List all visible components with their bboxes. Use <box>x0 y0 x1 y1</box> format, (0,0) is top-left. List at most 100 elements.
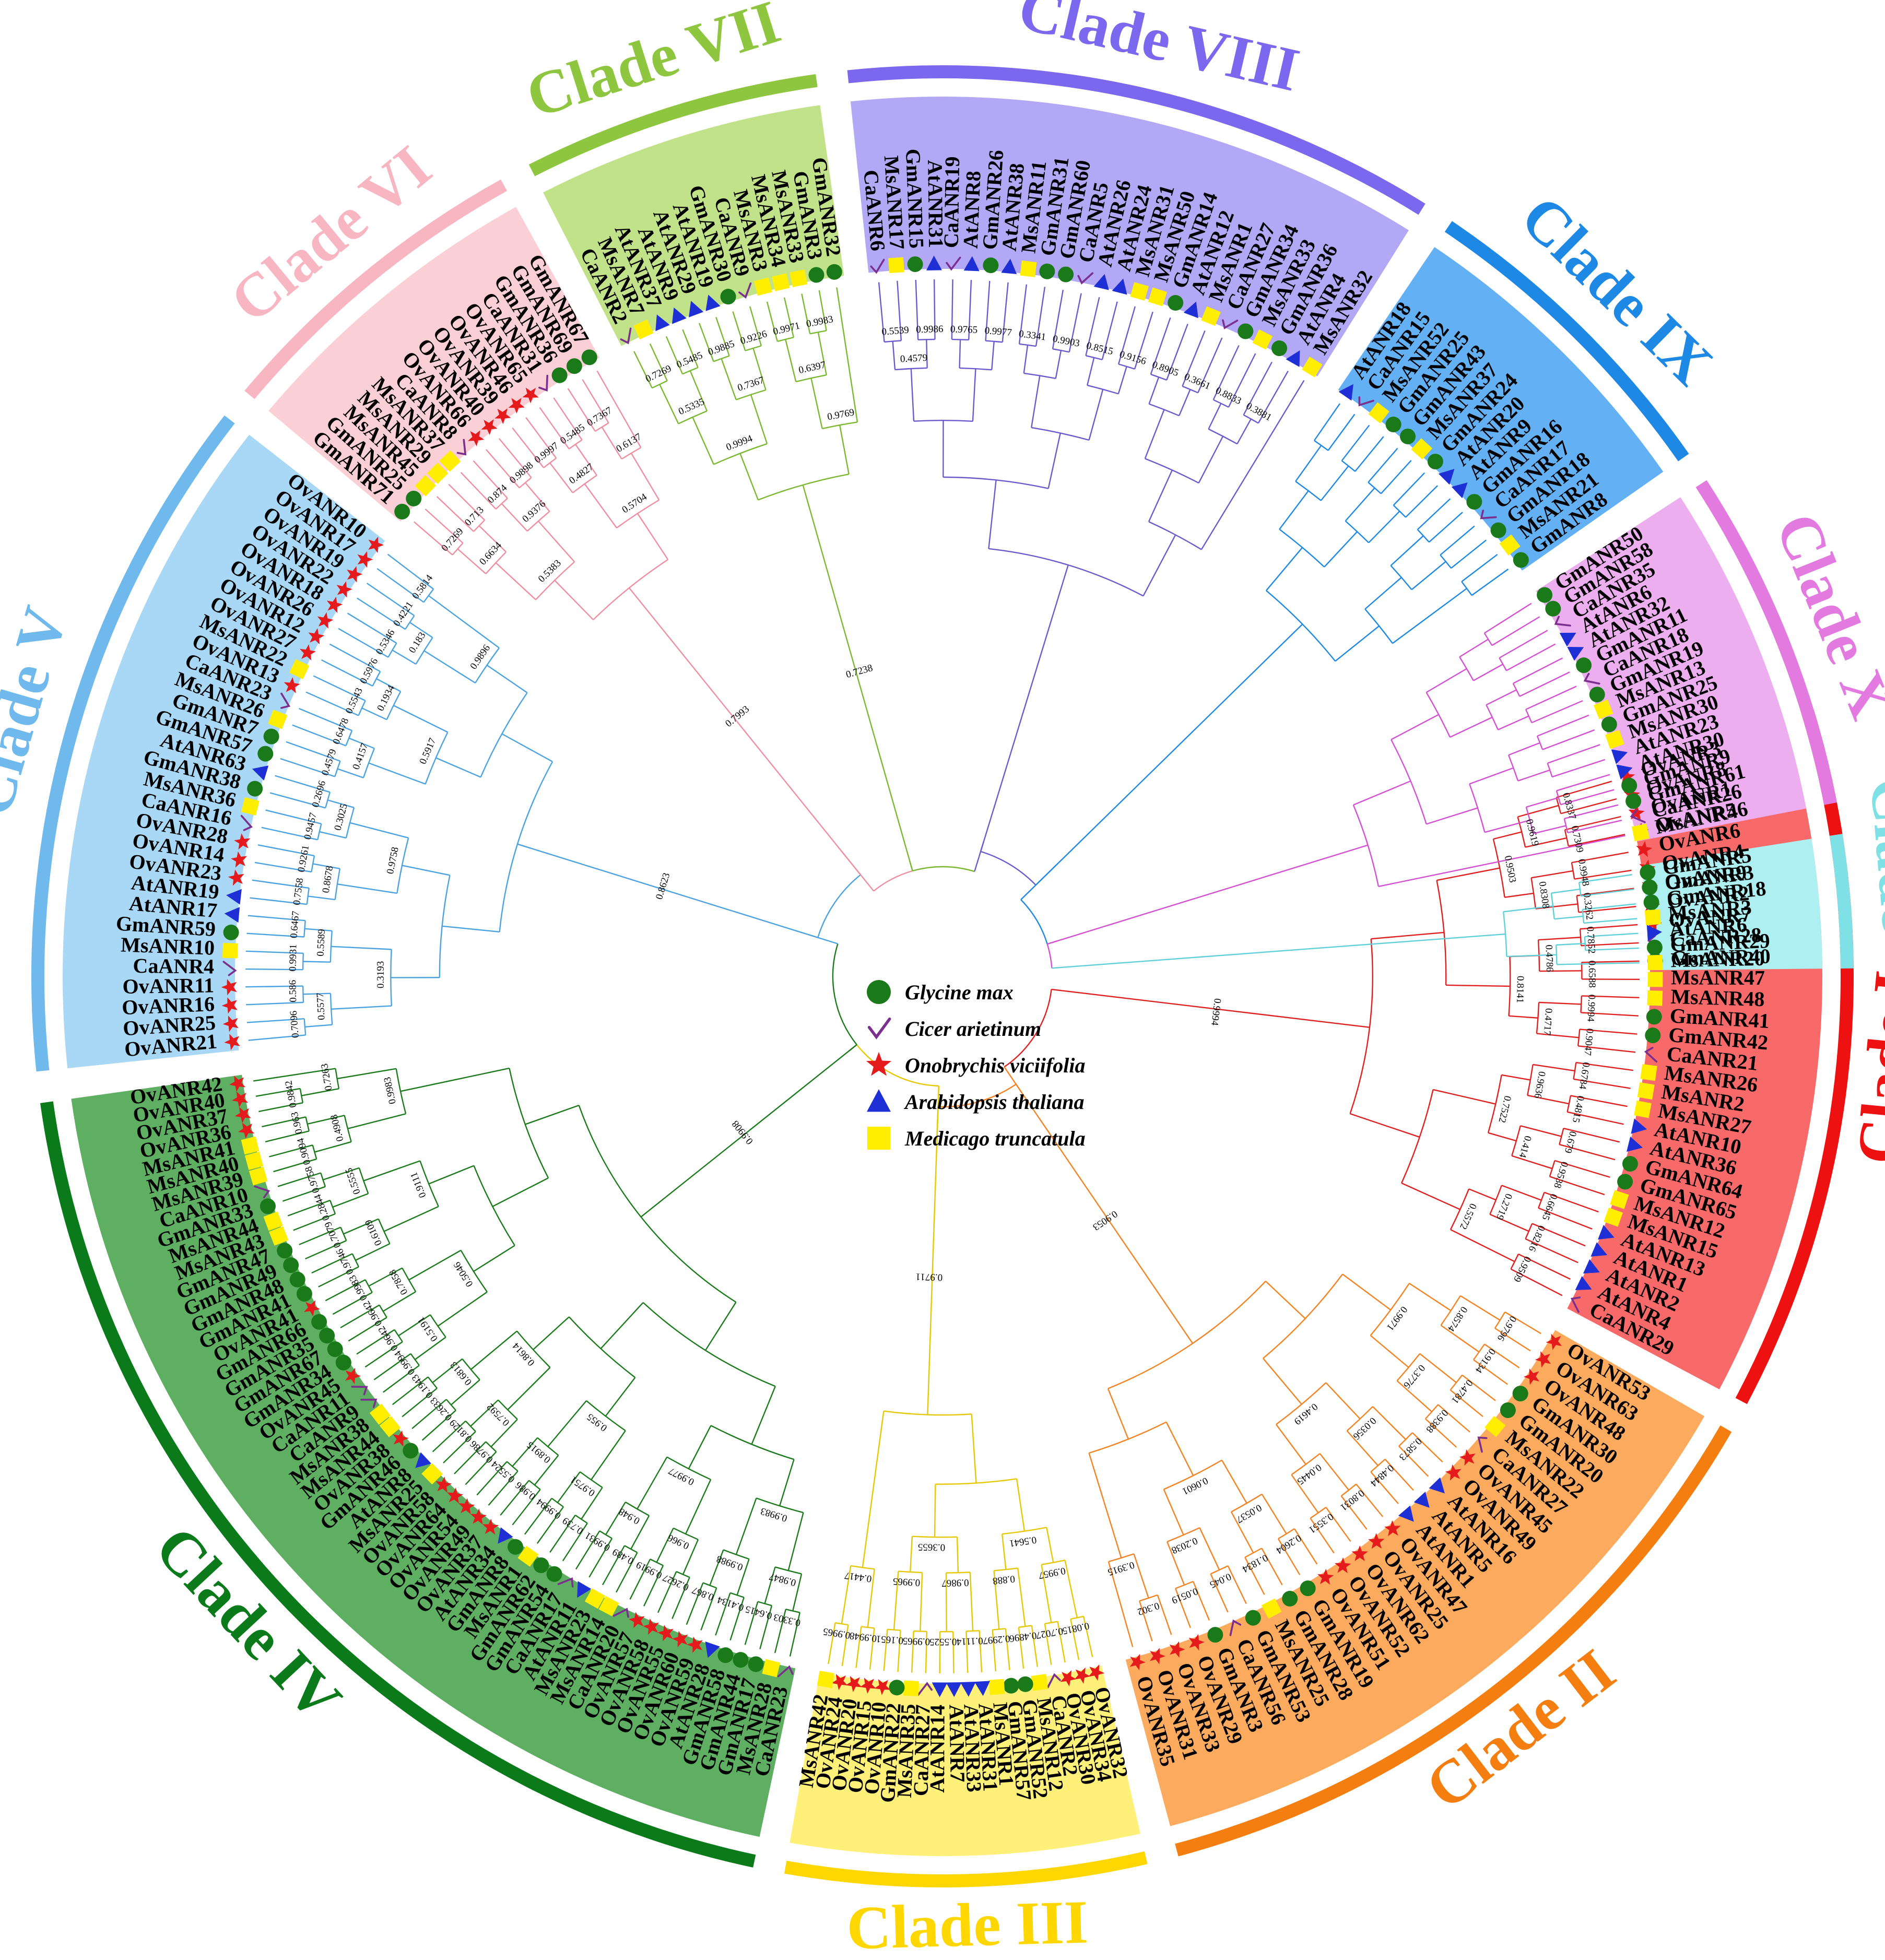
support-value: 0.679 <box>1562 1130 1578 1154</box>
support-value: 0.9261 <box>296 844 312 873</box>
support-value: 0.8614 <box>510 1340 537 1368</box>
support-value: 0.6415 <box>744 1603 773 1621</box>
square-marker-icon <box>817 1671 834 1688</box>
support-value: 0.5577 <box>315 993 327 1020</box>
clade-ring-arc <box>784 1851 1148 1887</box>
support-value: 0.8915 <box>525 1439 553 1466</box>
support-value: 0.9977 <box>667 1465 696 1487</box>
support-value: 0.9503 <box>1502 855 1518 883</box>
legend-item: Glycine max <box>864 974 1230 1010</box>
support-value: 0.9977 <box>984 325 1012 338</box>
support-value: 0.963 <box>289 1111 304 1135</box>
support-value: 0.2696 <box>310 780 328 809</box>
legend-label: Arabidopsis thaliana <box>905 1090 1084 1114</box>
support-value: 0.9457 <box>302 812 319 841</box>
support-value: 0.2627 <box>661 1572 690 1592</box>
support-value: 0.9619 <box>1524 818 1541 847</box>
support-value: 0.5524 <box>489 1458 517 1485</box>
clade-ring-arc <box>1830 834 1854 969</box>
green-circle-icon <box>864 977 893 1007</box>
support-value: 0.4827 <box>567 462 596 487</box>
support-value: 0.8515 <box>1085 340 1114 357</box>
support-value: 0.9983 <box>805 314 834 330</box>
square-marker-icon <box>1634 1101 1652 1118</box>
support-value: 0.2604 <box>1274 1532 1303 1556</box>
support-value: 0.7522 <box>1497 1095 1513 1124</box>
support-value: 0.8129 <box>447 1417 474 1444</box>
support-value: 0.9376 <box>520 499 548 525</box>
support-value: 0.5917 <box>417 737 438 766</box>
support-value: 0.5525 <box>929 1636 957 1647</box>
blue-triangle-icon <box>864 1087 893 1116</box>
support-value: 0.8337 <box>1560 792 1578 821</box>
support-value: 0.6813 <box>448 1360 474 1388</box>
leaf-label: MsANR20 <box>1670 947 1765 972</box>
support-value: 0.9636 <box>1532 1070 1548 1099</box>
support-value: 0.3776 <box>1401 1362 1427 1390</box>
support-value: 0.2038 <box>1170 1535 1199 1556</box>
legend-label: Glycine max <box>905 980 1014 1005</box>
support-value: 0.2633 <box>428 1395 454 1423</box>
support-value: 0.4579 <box>900 352 927 365</box>
support-value: 0.9156 <box>1118 349 1147 367</box>
clade-label: Clade VIII <box>1012 0 1305 104</box>
support-value: 0.9758 <box>303 1165 322 1194</box>
support-value: 0.8216 <box>1526 1224 1547 1253</box>
support-value: 0.9986 <box>916 324 944 335</box>
support-value: 0.8678 <box>321 865 336 894</box>
support-value: 0.2997 <box>982 1633 1010 1646</box>
support-value: 0.7858 <box>387 1268 410 1297</box>
support-value: 0.4815 <box>1570 1095 1586 1124</box>
support-value: 0.9994 <box>534 1496 563 1521</box>
support-value: 0.9994 <box>392 1348 417 1377</box>
support-value: 0.7993 <box>723 704 751 729</box>
support-value: 0.874 <box>486 482 510 506</box>
square-marker-icon <box>1031 1674 1048 1691</box>
square-marker-icon <box>1648 972 1663 987</box>
support-value: 0.1114 <box>956 1635 983 1647</box>
support-value: 0.5539 <box>881 325 910 338</box>
support-value: 0.9842 <box>283 1080 299 1108</box>
support-value: 0.1943 <box>410 1372 435 1400</box>
legend-item: Arabidopsis thaliana <box>864 1083 1230 1120</box>
clade-label: Clade X <box>1763 504 1885 728</box>
support-value: 0.9898 <box>508 460 535 486</box>
support-value: 0.0537 <box>1234 1502 1264 1525</box>
support-value: 0.888 <box>992 1573 1016 1586</box>
support-value: 0.9226 <box>739 328 768 347</box>
support-value: 0.7592 <box>485 1401 512 1428</box>
support-value: 0.4908 <box>328 1113 346 1142</box>
support-value: 0.7852 <box>1585 926 1597 954</box>
support-value: 0.9769 <box>827 407 855 422</box>
support-value: 0.7263 <box>319 1062 334 1091</box>
support-value: 0.9983 <box>759 1505 788 1524</box>
clade-label: Clade VII <box>519 0 788 131</box>
square-marker-icon <box>888 257 904 274</box>
support-value: 0.713 <box>463 504 486 528</box>
support-value: 0.7269 <box>439 526 465 553</box>
support-value: 0.414 <box>1517 1135 1534 1159</box>
support-value: 0.6397 <box>798 359 827 376</box>
support-value: 0.9786 <box>468 1438 495 1465</box>
support-value: 0.5335 <box>677 396 706 417</box>
support-value: 0.6109 <box>363 1218 384 1247</box>
support-value: 0.1934 <box>375 683 397 713</box>
support-value: 0.1834 <box>1240 1552 1269 1575</box>
support-value: 0.5543 <box>344 686 365 715</box>
support-value: 0.9047 <box>1582 1028 1595 1056</box>
support-value: 0.2844 <box>312 1192 332 1222</box>
support-value: 0.6588 <box>1586 960 1597 987</box>
support-value: 0.986 <box>513 1479 537 1502</box>
support-value: 0.955 <box>585 1411 609 1434</box>
support-value: 0.8031 <box>1338 1487 1366 1513</box>
support-value: 0.3655 <box>918 1541 946 1553</box>
support-value: 0.6784 <box>1577 1061 1592 1090</box>
support-value: 0.3025 <box>332 802 349 832</box>
support-value: 0.9983 <box>382 1076 398 1105</box>
red-star-icon <box>864 1050 893 1080</box>
support-value: 0.5046 <box>452 1260 476 1289</box>
square-marker-icon <box>1647 955 1663 970</box>
support-value: 0.3551 <box>1307 1510 1336 1535</box>
support-value: 0.0815 <box>1061 1620 1090 1636</box>
support-value: 0.5191 <box>416 1315 440 1343</box>
